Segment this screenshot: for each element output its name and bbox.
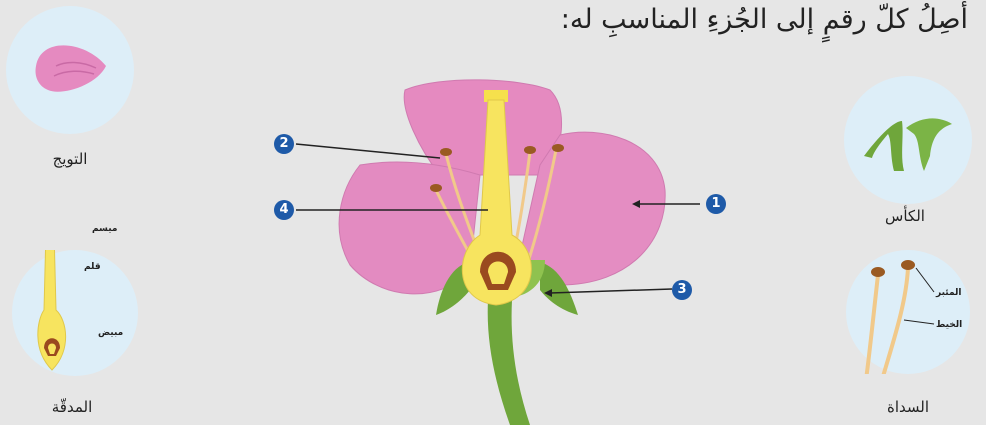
number-badge-4[interactable]: 4: [274, 200, 294, 220]
number-badge-3[interactable]: 3: [672, 280, 692, 300]
number-badge-2[interactable]: 2: [274, 134, 294, 154]
number-badge-1[interactable]: 1: [706, 194, 726, 214]
